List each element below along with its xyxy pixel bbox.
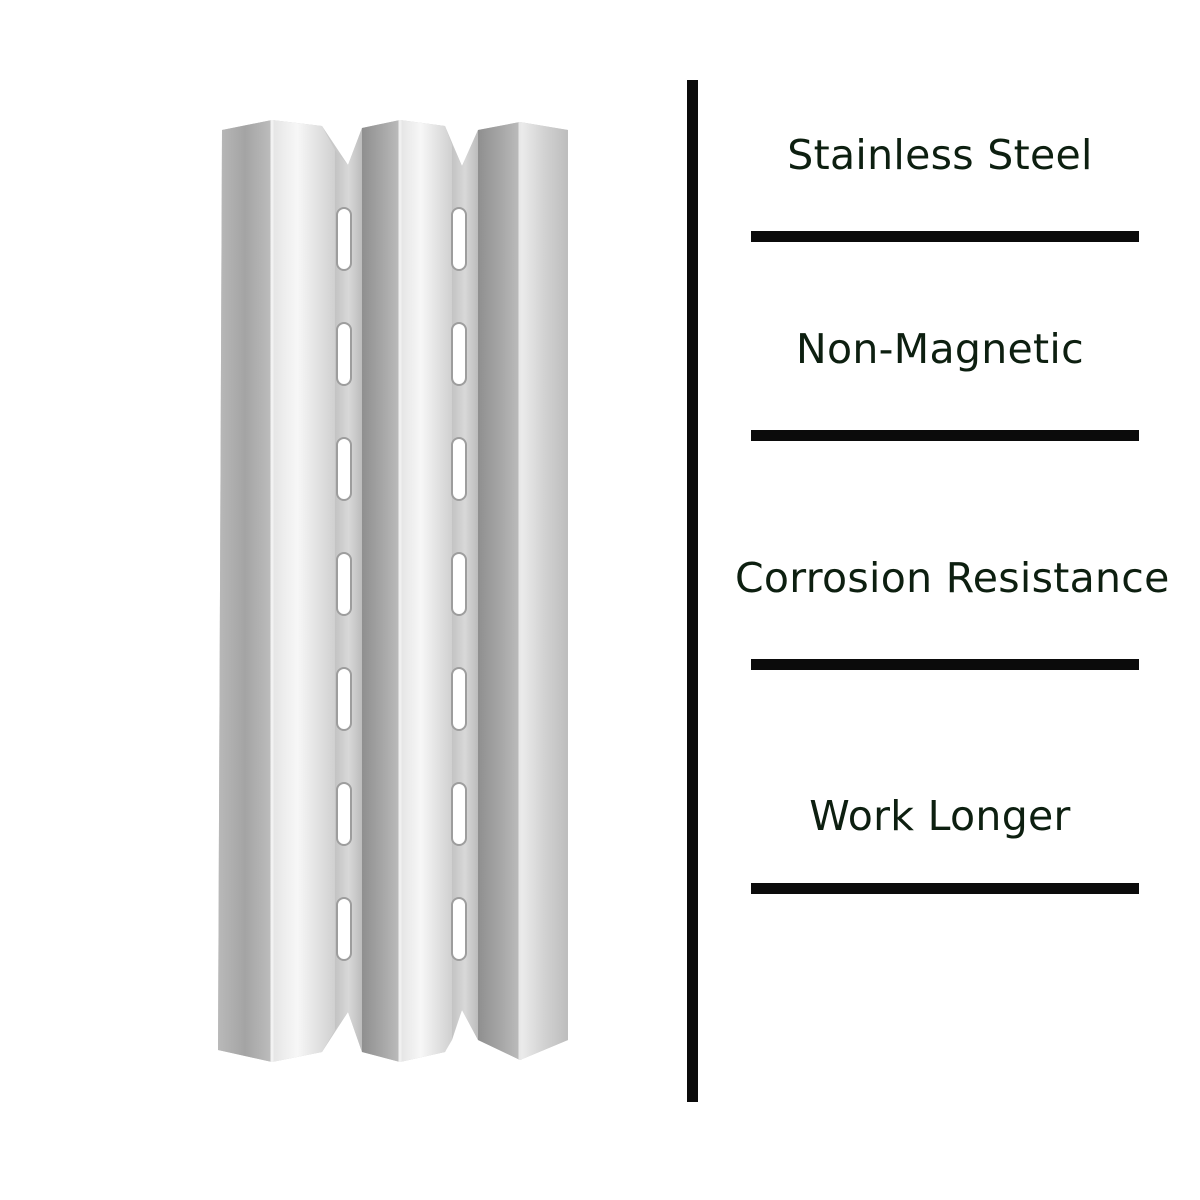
vertical-divider [687, 80, 698, 1102]
feature-divider-4 [751, 883, 1139, 894]
feature-divider-1 [751, 231, 1139, 242]
feature-divider-2 [751, 430, 1139, 441]
feature-label-non-magnetic: Non-Magnetic [796, 325, 1084, 373]
feature-label-work-longer: Work Longer [809, 792, 1071, 840]
feature-divider-3 [751, 659, 1139, 670]
feature-label-stainless-steel: Stainless Steel [787, 131, 1093, 179]
feature-label-corrosion-resistance: Corrosion Resistance [735, 554, 1170, 602]
